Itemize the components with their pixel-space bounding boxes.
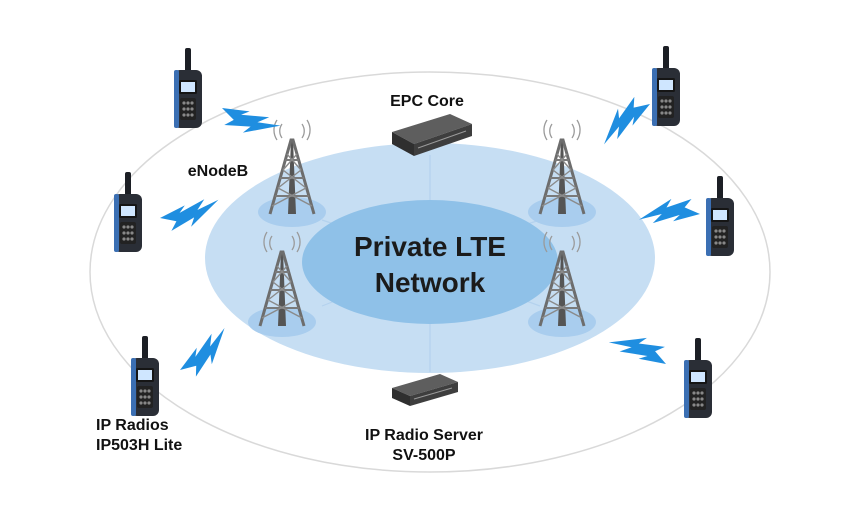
radios-label-line2: IP503H Lite [96, 437, 182, 454]
lightning-bolt-icon [591, 91, 657, 147]
handheld-radio-icon [174, 48, 202, 128]
enodeb-label: eNodeB [188, 163, 248, 180]
lightning-bolt-icon [158, 197, 222, 232]
lightning-bolt-icon [172, 326, 239, 382]
lightning-bolt-icon [607, 320, 674, 376]
server-label-line1: IP Radio Server [365, 427, 483, 444]
handheld-radio-icon [652, 46, 680, 126]
server-label-line2: SV-500P [392, 447, 455, 464]
lightning-bolt-icon [638, 193, 702, 228]
lte-core-zone [302, 200, 558, 324]
epc-core-label: EPC Core [390, 93, 464, 110]
outer-ring [89, 71, 771, 473]
handheld-radio-icon [706, 176, 734, 256]
epc-core-icon [392, 114, 472, 156]
handheld-radio-icon [684, 338, 712, 418]
center-title-line1: Private LTE [354, 231, 506, 262]
rack-server-icon [392, 374, 458, 406]
handheld-radio-icon [131, 336, 159, 416]
center-title-line2: Network [375, 267, 486, 298]
radios-label-line1: IP Radios [96, 417, 169, 434]
handheld-radio-icon [114, 172, 142, 252]
